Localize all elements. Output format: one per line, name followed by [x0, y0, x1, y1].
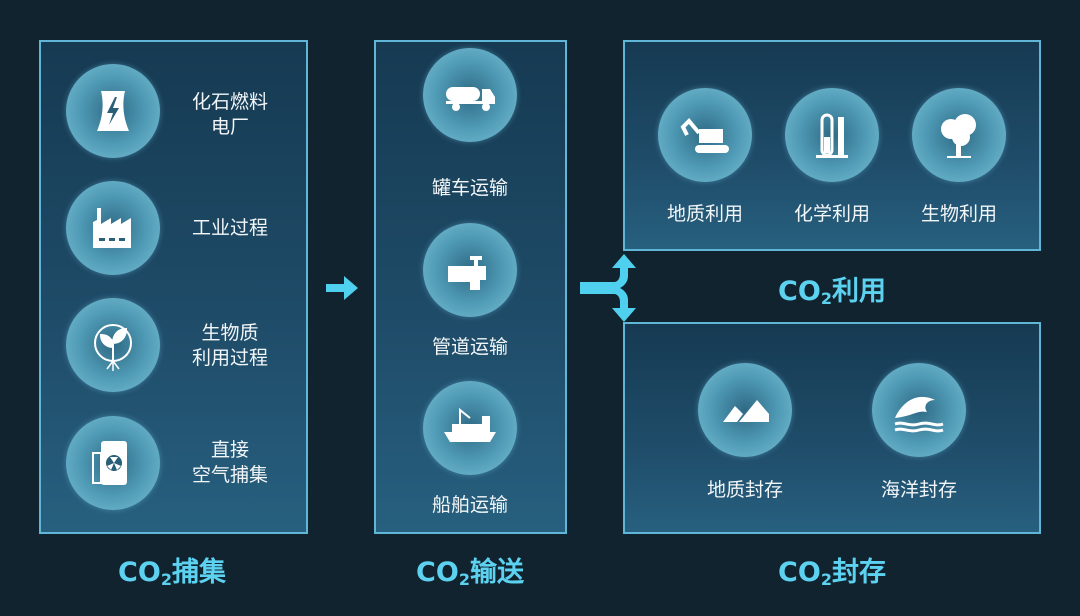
excavator-icon [658, 88, 752, 182]
storage-panel [623, 322, 1041, 534]
transport-label-1: 管道运输 [431, 336, 509, 358]
utilization-label-1: 化学利用 [793, 203, 871, 225]
capture-label-1: 工业过程 [191, 217, 269, 239]
power-plant-icon [66, 64, 160, 158]
pipeline-icon [423, 223, 517, 317]
plant-icon [66, 298, 160, 392]
utilization-label-2: 生物利用 [920, 203, 998, 225]
storage-label-1: 海洋封存 [880, 479, 958, 501]
storage-title: CO2封存 [778, 557, 886, 589]
tree-icon [912, 88, 1006, 182]
transport-label-0: 罐车运输 [431, 177, 509, 199]
test-tube-icon [785, 88, 879, 182]
arrow-right-icon [326, 276, 358, 300]
storage-label-0: 地质封存 [706, 479, 784, 501]
ship-icon [423, 381, 517, 475]
capture-label-0: 化石燃料电厂 [191, 91, 269, 138]
transport-label-2: 船舶运输 [431, 494, 509, 516]
wave-icon [872, 363, 966, 457]
factory-icon [66, 181, 160, 275]
capture-label-2: 生物质利用过程 [191, 322, 269, 369]
transport-title: CO2输送 [416, 557, 524, 589]
tanker-truck-icon [423, 48, 517, 142]
air-capture-icon [66, 416, 160, 510]
fork-arrow-icon [580, 254, 636, 322]
capture-label-3: 直接空气捕集 [191, 439, 269, 486]
utilization-label-0: 地质利用 [666, 203, 744, 225]
utilization-title: CO2利用 [778, 276, 886, 308]
capture-title: CO2捕集 [118, 557, 226, 589]
mountain-icon [698, 363, 792, 457]
